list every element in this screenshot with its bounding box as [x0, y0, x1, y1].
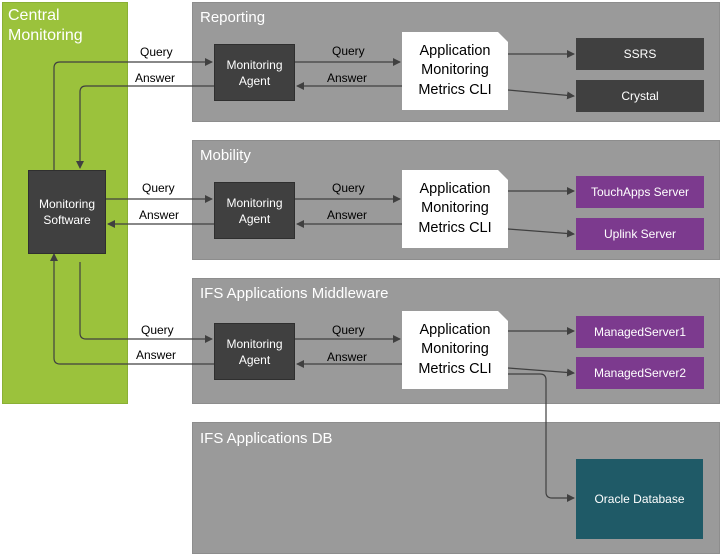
mobility-monitoring-agent: Monitoring Agent	[214, 182, 295, 239]
uplink-server-box: Uplink Server	[576, 218, 704, 250]
mobility-outer-query-label: Query	[142, 181, 175, 195]
middleware-outer-query-label: Query	[141, 323, 174, 337]
mobility-query-label: Query	[332, 181, 365, 195]
reporting-metrics-cli: Application Monitoring Metrics CLI	[402, 32, 508, 110]
reporting-outer-query-label: Query	[140, 45, 173, 59]
reporting-answer-arrow	[76, 85, 214, 169]
mobility-title: Mobility	[200, 147, 251, 164]
middleware-outer-answer-label: Answer	[136, 348, 177, 362]
mobility-to-uplink-arrow	[507, 228, 575, 238]
middleware-title: IFS Applications Middleware	[200, 285, 389, 302]
middleware-to-database-arrow	[508, 373, 575, 502]
middleware-answer-arrow	[50, 253, 214, 365]
touchapps-server-box: TouchApps Server	[576, 176, 704, 208]
middleware-query-label: Query	[332, 323, 365, 337]
reporting-title: Reporting	[200, 9, 266, 26]
monitoring-software-box: Monitoring Software	[28, 170, 106, 254]
crystal-box: Crystal	[576, 80, 704, 112]
reporting-query-arrow	[53, 58, 213, 170]
middleware-metrics-cli: Application Monitoring Metrics CLI	[402, 311, 508, 389]
middleware-query-arrow	[79, 262, 213, 343]
database-title: IFS Applications DB	[200, 430, 333, 447]
reporting-outer-answer-label: Answer	[135, 71, 176, 85]
mobility-answer-label: Answer	[327, 208, 368, 222]
reporting-query-label: Query	[332, 44, 365, 58]
managedserver2-box: ManagedServer2	[576, 357, 704, 389]
oracle-database-box: Oracle Database	[576, 459, 703, 539]
central-monitoring-title: Central Monitoring	[8, 7, 83, 44]
mobility-metrics-cli: Application Monitoring Metrics CLI	[402, 170, 508, 248]
middleware-monitoring-agent: Monitoring Agent	[214, 323, 295, 380]
mobility-outer-answer-label: Answer	[139, 208, 180, 222]
reporting-to-crystal-arrow	[507, 89, 575, 100]
reporting-answer-label: Answer	[327, 71, 368, 85]
middleware-to-managed2-arrow	[507, 367, 575, 377]
ssrs-box: SSRS	[576, 38, 704, 70]
managedserver1-box: ManagedServer1	[576, 316, 704, 348]
middleware-answer-label: Answer	[327, 350, 368, 364]
reporting-monitoring-agent: Monitoring Agent	[214, 44, 295, 101]
